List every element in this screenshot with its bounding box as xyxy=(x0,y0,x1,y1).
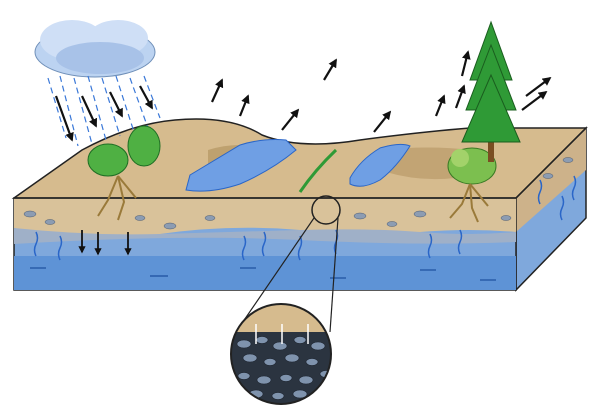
magnifier-ring xyxy=(230,303,332,405)
magnifier-line-left xyxy=(235,217,315,333)
water-dashes xyxy=(30,267,496,281)
precipitation-arrows xyxy=(54,85,153,142)
soil-layer xyxy=(14,198,516,238)
block-top-edge xyxy=(14,127,587,199)
lake xyxy=(349,143,411,187)
infiltration-arrows xyxy=(78,230,132,256)
pebbles xyxy=(23,157,574,230)
evaporation-arrows xyxy=(210,50,552,133)
bush xyxy=(447,147,497,185)
tree xyxy=(461,20,521,162)
bush xyxy=(87,125,161,177)
plant-stem xyxy=(298,148,338,193)
roots xyxy=(97,175,489,223)
rain-cloud xyxy=(34,20,156,78)
saturated-zone xyxy=(14,256,516,290)
lake xyxy=(185,139,297,192)
magnifier-line-right xyxy=(329,217,339,333)
block-side-soil xyxy=(516,128,586,232)
magnified-pore-view xyxy=(231,304,331,404)
magnifier-target xyxy=(311,195,341,225)
pore-infiltration-arrows xyxy=(255,324,309,344)
rain-streaks xyxy=(47,75,161,147)
